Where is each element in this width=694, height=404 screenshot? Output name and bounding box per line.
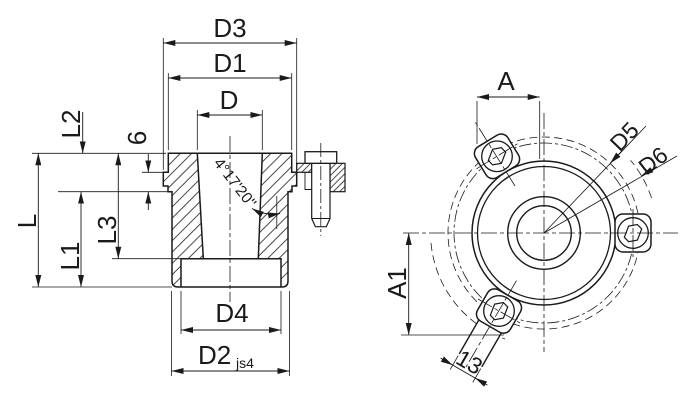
dim-label-a: A	[497, 66, 515, 96]
clamp-screw-assembly	[296, 143, 346, 236]
front-view: 13 D5	[382, 66, 678, 387]
dim-label-d: D	[220, 85, 239, 115]
dim-a1	[401, 233, 504, 336]
dim-label-d6: D6	[633, 141, 672, 180]
dim-label-l2: L2	[56, 110, 86, 139]
dim-a	[476, 94, 541, 159]
dim-label-l: L	[12, 214, 42, 228]
lug-swing-arc-bottom	[430, 242, 506, 340]
dim-label-d2-tolerance: js4	[235, 355, 254, 371]
taper-angle-label: 4°17'20''	[210, 155, 259, 211]
dimension-lines	[35, 40, 297, 374]
section-view: D3 D1 D D4 D2 js4 L L1 L3 L2 6 4°17'20''	[12, 13, 346, 376]
hex-socket-icon	[623, 223, 643, 243]
dim-label-d5: D5	[605, 117, 644, 156]
extension-lines	[32, 38, 298, 376]
hex-socket-icon	[489, 301, 509, 321]
bracket-right	[329, 162, 346, 193]
dim-label-l1: L1	[55, 242, 85, 271]
dim-label-d3: D3	[213, 13, 246, 43]
taper-angle-arc	[251, 208, 281, 219]
bracket-left	[296, 162, 313, 173]
dim-label-a1: A1	[382, 267, 412, 299]
hex-socket-icon	[487, 147, 507, 166]
dim-label-d4: D4	[215, 298, 248, 328]
dim-label-groove: 6	[122, 131, 152, 145]
dim-label-d2: D2	[198, 340, 231, 370]
body-section	[162, 152, 298, 288]
diameter-leaders	[543, 125, 678, 234]
lug-swing-arc-top	[630, 160, 652, 199]
dim-label-l3: L3	[92, 216, 122, 245]
dim-label-d1: D1	[213, 48, 246, 78]
